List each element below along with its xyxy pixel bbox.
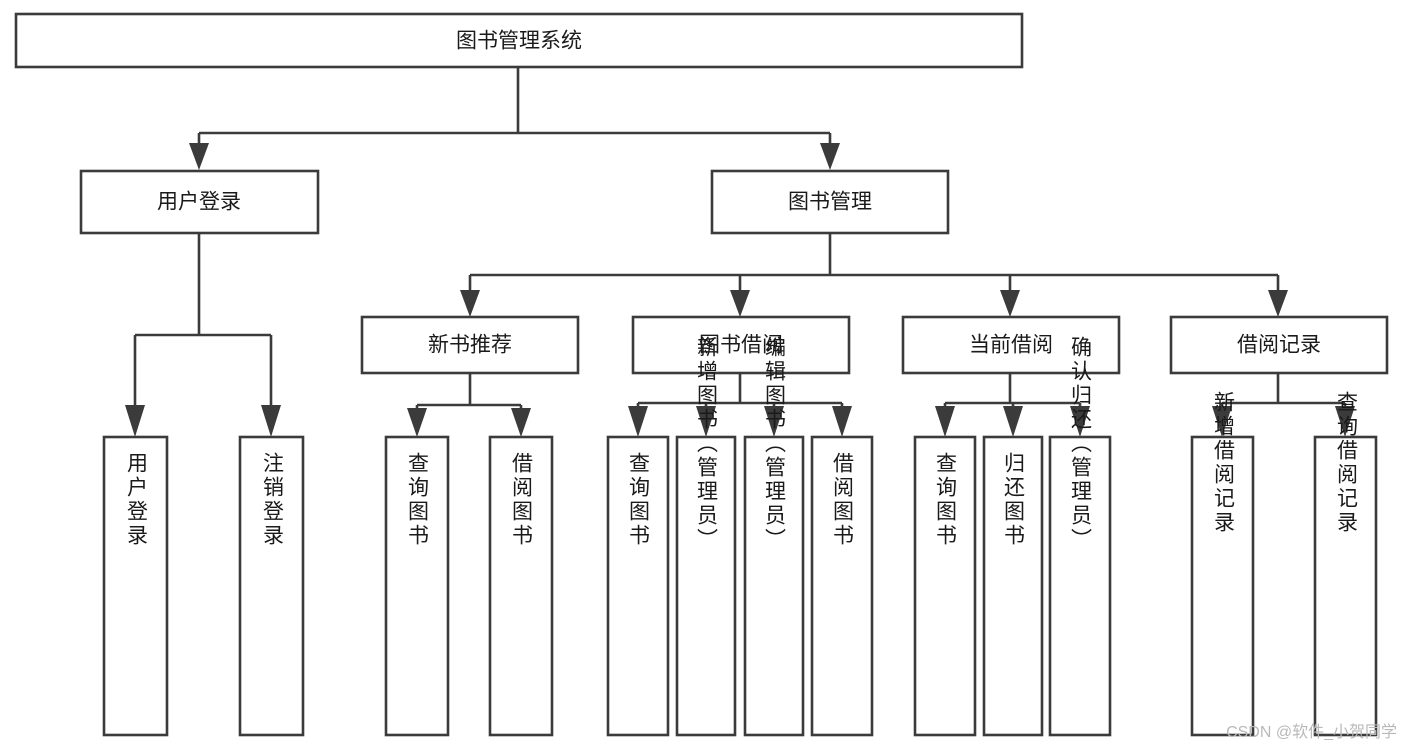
leaf-current-borrow-0-box[interactable] <box>913 435 977 737</box>
leaf-borrow-record-0[interactable]: 新增借阅记录 <box>1190 391 1255 737</box>
arrow-head-current-leaf-0 <box>935 406 955 437</box>
arrow-head-current-leaf-2 <box>1070 406 1090 437</box>
leaf-current-borrow-2[interactable]: 确认归还（管理员） <box>1048 336 1112 737</box>
node-book-management[interactable]: 图书管理 <box>710 169 950 235</box>
node-book-management-box[interactable] <box>710 169 950 235</box>
node-book-borrow[interactable]: 图书借阅 <box>631 315 851 375</box>
arrow-head-userlogin-leaf-0 <box>125 405 145 437</box>
leaf-new-book-1-label: 借阅图书 <box>510 452 534 548</box>
node-user-login[interactable]: 用户登录 <box>79 169 320 235</box>
node-current-borrow-label: 当前借阅 <box>969 334 1053 357</box>
leaf-book-borrow-1[interactable]: 新增图书（管理员） <box>675 336 737 737</box>
leaf-book-borrow-2[interactable]: 编辑图书（管理员） <box>743 336 805 737</box>
leaf-book-borrow-0[interactable]: 查询图书 <box>606 435 670 737</box>
leaf-book-borrow-1-box[interactable] <box>675 435 737 737</box>
connector-group-newbook <box>407 373 531 437</box>
arrow-head-newbook-leaf-0 <box>407 408 427 437</box>
leaf-new-book-1[interactable]: 借阅图书 <box>488 435 554 737</box>
leaf-user-login-0-box[interactable] <box>102 435 169 737</box>
node-book-borrow-label: 图书借阅 <box>699 334 783 357</box>
node-user-login-box[interactable] <box>79 169 320 235</box>
leaf-user-login-1-label: 注销登录 <box>261 452 285 548</box>
leaf-new-book-0-box[interactable] <box>384 435 450 737</box>
arrow-head-newbook-leaf-1 <box>511 408 531 437</box>
leaf-book-borrow-3-box[interactable] <box>810 435 874 737</box>
arrow-head-level3-2 <box>1000 290 1020 317</box>
arrow-head-level3-3 <box>1268 290 1288 317</box>
leaf-current-borrow-1[interactable]: 归还图书 <box>982 435 1044 737</box>
node-root-box[interactable] <box>14 12 1024 69</box>
arrow-head-userlogin <box>189 143 209 170</box>
leaf-book-borrow-0-box[interactable] <box>606 435 670 737</box>
leaf-new-book-1-box[interactable] <box>488 435 554 737</box>
leaf-borrow-record-1-box[interactable] <box>1313 435 1378 737</box>
leaf-book-borrow-3[interactable]: 借阅图书 <box>810 435 874 737</box>
leaf-user-login-0-label: 用户登录 <box>125 452 149 548</box>
connector-group-record <box>1212 373 1355 437</box>
node-borrow-record-box[interactable] <box>1169 315 1389 375</box>
leaf-book-borrow-2-label: 编辑图书（管理员） <box>763 336 787 552</box>
leaf-borrow-record-1[interactable]: 查询借阅记录 <box>1313 391 1378 737</box>
connector-group-root <box>189 67 840 170</box>
leaf-book-borrow-1-label: 新增图书（管理员） <box>695 336 719 552</box>
leaf-new-book-0[interactable]: 查询图书 <box>384 435 450 737</box>
connector-group-userlogin <box>125 233 281 437</box>
connector-group-bookmgmt <box>460 233 1288 317</box>
leaf-book-borrow-2-box[interactable] <box>743 435 805 737</box>
leaf-user-login-1[interactable]: 注销登录 <box>238 435 305 737</box>
node-book-borrow-box[interactable] <box>631 315 851 375</box>
node-borrow-record[interactable]: 借阅记录 <box>1169 315 1389 375</box>
node-new-book-recommend-label: 新书推荐 <box>428 334 512 357</box>
arrow-head-borrow-leaf-1 <box>696 406 716 437</box>
node-new-book-recommend-box[interactable] <box>360 315 580 375</box>
arrow-head-level3-0 <box>460 290 480 317</box>
connector-group-borrow <box>628 373 852 437</box>
node-borrow-record-label: 借阅记录 <box>1237 334 1321 357</box>
arrow-head-userlogin-leaf-1 <box>261 405 281 437</box>
node-current-borrow-box[interactable] <box>901 315 1121 375</box>
node-book-management-label: 图书管理 <box>788 191 872 214</box>
leaf-book-borrow-3-label: 借阅图书 <box>831 452 855 548</box>
arrow-head-record-leaf-1 <box>1335 406 1355 437</box>
leaf-new-book-0-label: 查询图书 <box>406 452 430 548</box>
node-root-label: 图书管理系统 <box>456 30 582 53</box>
leaf-borrow-record-1-label: 查询借阅记录 <box>1335 391 1359 535</box>
arrow-head-current-leaf-1 <box>1003 406 1023 437</box>
node-new-book-recommend[interactable]: 新书推荐 <box>360 315 580 375</box>
leaf-user-login-1-box[interactable] <box>238 435 305 737</box>
node-current-borrow[interactable]: 当前借阅 <box>901 315 1121 375</box>
leaf-current-borrow-1-box[interactable] <box>982 435 1044 737</box>
arrow-head-borrow-leaf-2 <box>764 406 784 437</box>
node-root[interactable]: 图书管理系统 <box>14 12 1024 69</box>
arrow-head-level3-1 <box>730 290 750 317</box>
arrow-head-borrow-leaf-0 <box>628 406 648 437</box>
node-user-login-label: 用户登录 <box>157 191 241 214</box>
csdn-watermark: CSDN @软件_小贺同学 <box>1226 724 1397 741</box>
leaf-borrow-record-0-label: 新增借阅记录 <box>1212 391 1236 535</box>
arrow-head-bookmgmt <box>820 143 840 170</box>
leaf-current-borrow-2-label: 确认归还（管理员） <box>1069 336 1093 552</box>
leaf-user-login-0[interactable]: 用户登录 <box>102 435 169 737</box>
leaf-current-borrow-1-label: 归还图书 <box>1002 452 1026 548</box>
leaf-current-borrow-0[interactable]: 查询图书 <box>913 435 977 737</box>
arrow-head-record-leaf-0 <box>1212 406 1232 437</box>
leaf-current-borrow-0-label: 查询图书 <box>934 452 958 548</box>
leaf-current-borrow-2-box[interactable] <box>1048 435 1112 737</box>
arrow-head-borrow-leaf-3 <box>832 406 852 437</box>
connector-group-current <box>935 373 1090 437</box>
leaf-borrow-record-0-box[interactable] <box>1190 435 1255 737</box>
leaf-book-borrow-0-label: 查询图书 <box>627 452 651 548</box>
